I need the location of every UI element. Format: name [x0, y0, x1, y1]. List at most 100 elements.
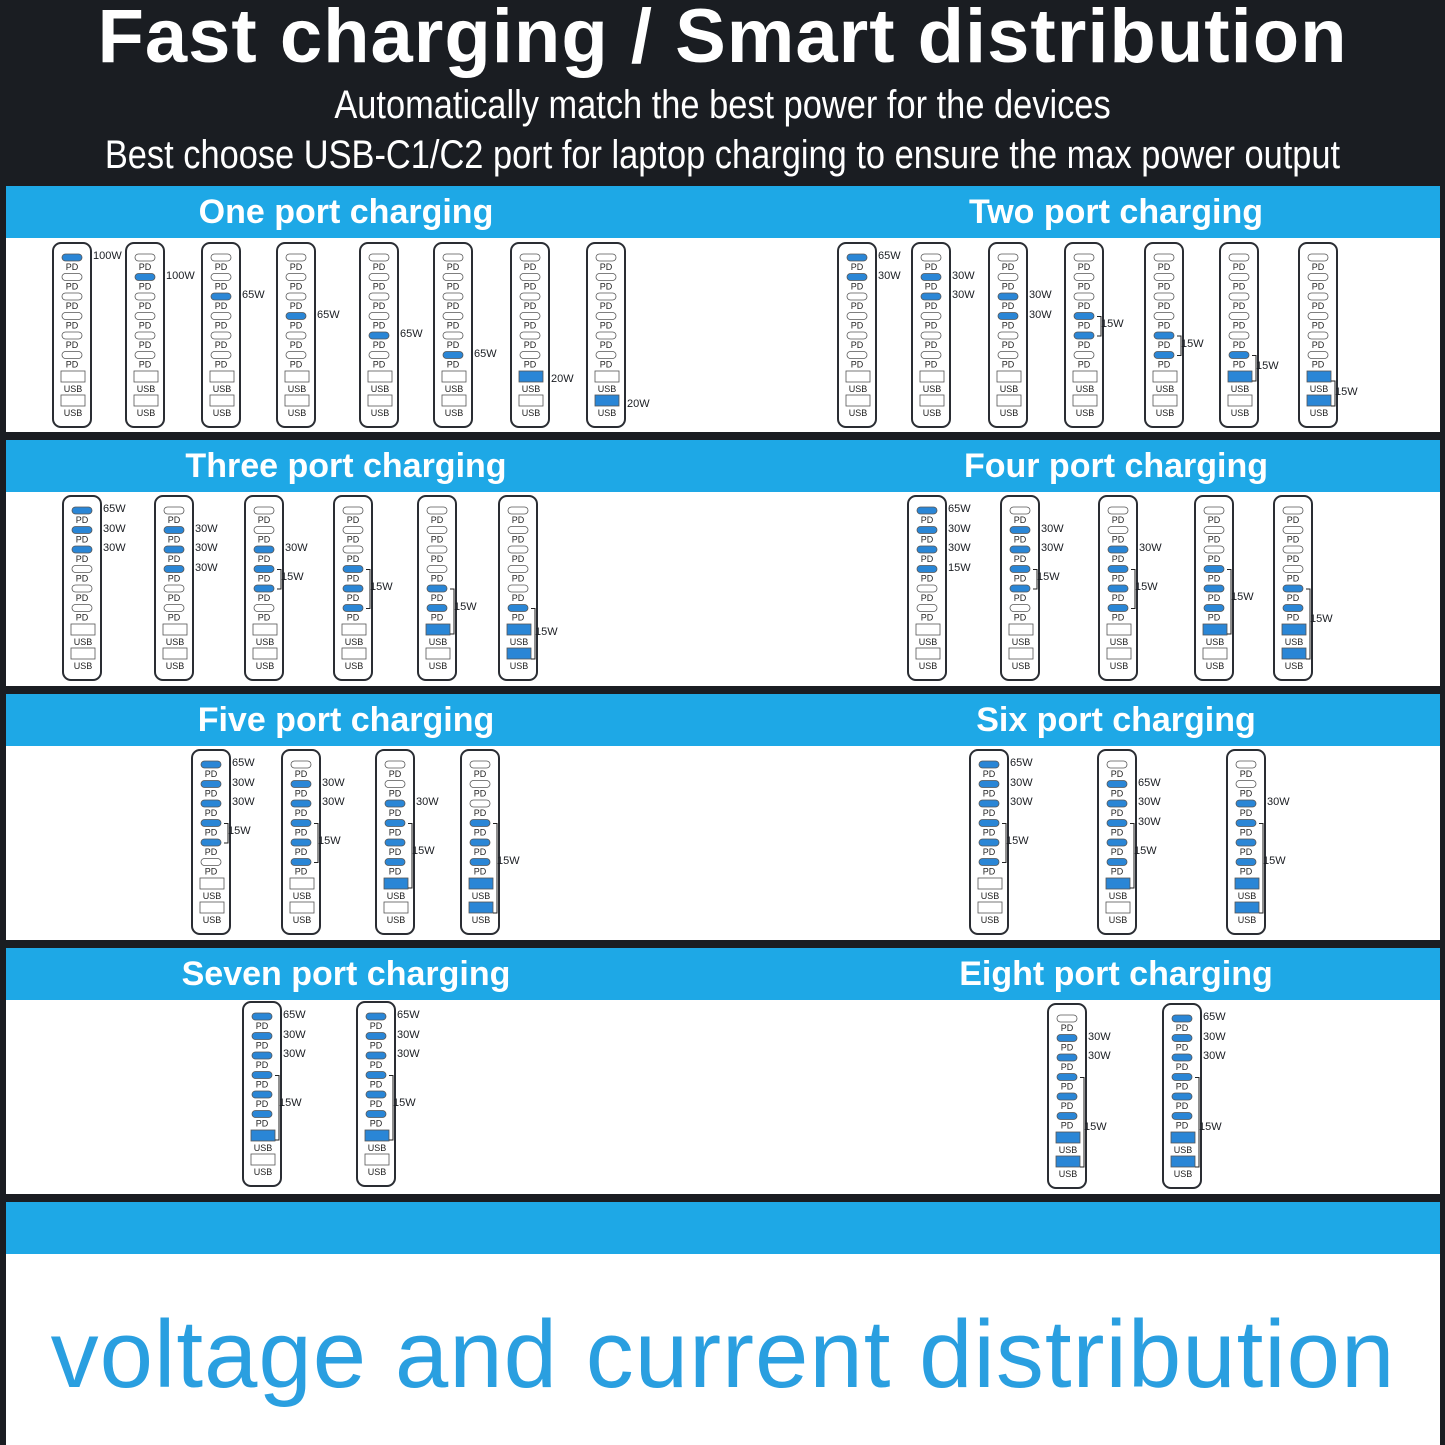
usb-a-port	[845, 394, 871, 407]
pd-label: PD	[1061, 1043, 1074, 1053]
usb-a-port	[518, 394, 544, 407]
wattage-label: 65W	[283, 1009, 306, 1021]
usb-label: USB	[1174, 1145, 1193, 1155]
usb-label: USB	[919, 637, 938, 647]
usb-c-port	[1171, 1014, 1193, 1023]
usb-c-port	[1307, 312, 1329, 320]
usb-c-port	[210, 253, 232, 262]
pd-label: PD	[295, 847, 308, 857]
pd-label: PD	[373, 282, 386, 292]
shared-power-bracket	[1131, 569, 1136, 609]
pd-label: PD	[258, 593, 271, 603]
pd-label: PD	[1111, 808, 1124, 818]
pd-label: PD	[524, 360, 537, 370]
wattage-label: 30W	[285, 542, 308, 554]
usb-c-port	[285, 292, 307, 301]
usb-label: USB	[345, 637, 364, 647]
pd-label: PD	[1208, 535, 1221, 545]
usb-c-port	[1228, 331, 1250, 340]
usb-label: USB	[1076, 408, 1095, 418]
pd-label: PD	[524, 321, 537, 331]
usb-a-port	[250, 1153, 276, 1166]
wattage-label: 15W	[1256, 360, 1279, 373]
usb-a-port	[441, 370, 467, 383]
usb-a-port	[60, 394, 86, 407]
wattage-label: 100W	[93, 250, 122, 262]
usb-a-port	[252, 647, 278, 660]
usb-a-port	[1105, 877, 1131, 890]
usb-c-port	[61, 273, 83, 281]
usb-label: USB	[472, 891, 491, 901]
usb-c-port	[200, 819, 222, 827]
usb-a-port	[383, 901, 409, 914]
usb-label: USB	[137, 384, 156, 394]
usb-c-port	[426, 584, 448, 593]
usb-c-port	[916, 545, 938, 554]
usb-c-port	[1235, 819, 1257, 827]
pd-label: PD	[168, 535, 181, 545]
pd-label: PD	[215, 282, 228, 292]
usb-label: USB	[254, 1143, 273, 1153]
usb-c-port	[1171, 1112, 1193, 1120]
pd-label: PD	[290, 262, 303, 272]
pd-label: PD	[373, 301, 386, 311]
pd-label: PD	[1240, 769, 1253, 779]
pd-label: PD	[447, 340, 460, 350]
pd-label: PD	[347, 574, 360, 584]
wattage-label: 30W	[322, 776, 345, 789]
pd-label: PD	[1233, 262, 1246, 272]
wattage-label: 65W	[317, 308, 340, 321]
pd-label: PD	[389, 769, 402, 779]
shared-power-bracket	[450, 588, 455, 635]
usb-c-port	[1282, 526, 1304, 534]
pd-label: PD	[1061, 1062, 1074, 1072]
pd-label: PD	[373, 340, 386, 350]
usb-a-port	[506, 623, 532, 636]
pd-label: PD	[66, 301, 79, 311]
usb-c-port	[368, 273, 390, 281]
usb-a-port	[364, 1153, 390, 1166]
usb-label: USB	[598, 384, 617, 394]
usb-label: USB	[429, 661, 448, 671]
pd-label: PD	[921, 593, 934, 603]
pd-label: PD	[925, 301, 938, 311]
usb-label: USB	[137, 408, 156, 418]
usb-label: USB	[923, 384, 942, 394]
subtitle-auto-match: Automatically match the best power for t…	[334, 83, 1111, 127]
usb-a-port	[252, 623, 278, 636]
usb-label: USB	[445, 384, 464, 394]
pd-label: PD	[921, 574, 934, 584]
pd-label: PD	[347, 515, 360, 525]
pd-label: PD	[851, 360, 864, 370]
pd-label: PD	[983, 789, 996, 799]
pd-label: PD	[1002, 262, 1015, 272]
usb-a-port	[383, 877, 409, 890]
wattage-label: 15W	[1084, 1121, 1107, 1134]
usb-c-port	[251, 1051, 273, 1060]
pd-label: PD	[983, 808, 996, 818]
usb-c-port	[519, 312, 541, 320]
pd-label: PD	[1287, 593, 1300, 603]
shared-power-bracket	[389, 1075, 394, 1141]
usb-label: USB	[256, 637, 275, 647]
usb-c-port	[1009, 526, 1031, 534]
shared-power-bracket	[224, 823, 229, 844]
section-title-two-port: Two port charging	[968, 193, 1263, 231]
pd-label: PD	[258, 515, 271, 525]
pd-label: PD	[1014, 515, 1027, 525]
pd-label: PD	[512, 593, 525, 603]
wattage-label: 15W	[1231, 590, 1254, 603]
